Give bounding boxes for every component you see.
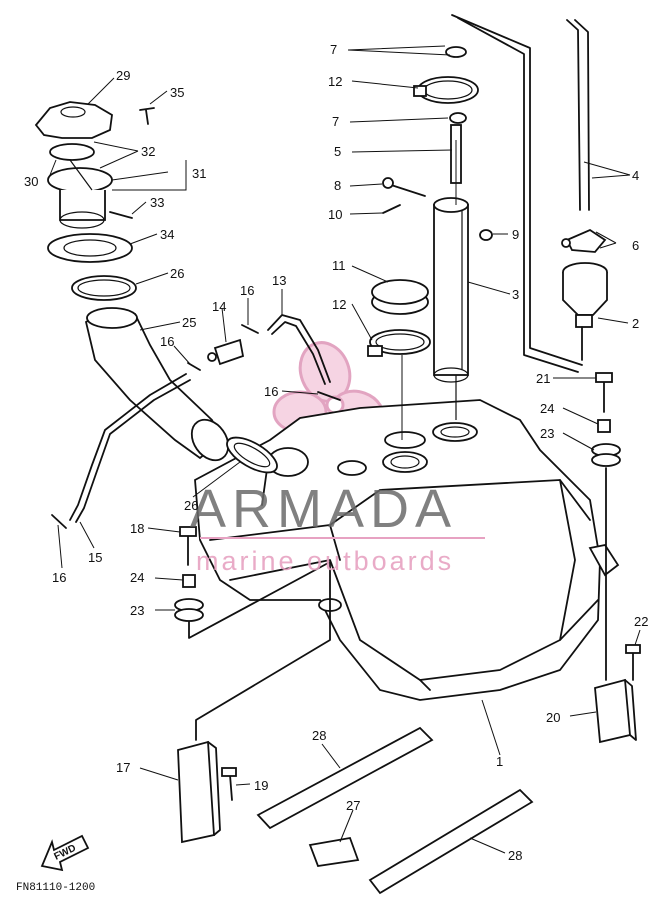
callout-26b: 26 (184, 498, 198, 513)
callout-7b: 7 (332, 114, 339, 129)
callout-3: 3 (512, 287, 519, 302)
breather-hose-part-13 (267, 314, 331, 383)
callout-16c: 16 (264, 384, 278, 399)
watermark-brand: ARMADA (190, 479, 457, 539)
pin-part-10 (382, 204, 401, 214)
fuel-joint-part-6 (561, 228, 607, 253)
washer-part-9 (479, 229, 493, 241)
leader-lines (47, 45, 641, 854)
callout-9: 9 (512, 227, 519, 242)
callout-1: 1 (496, 754, 503, 769)
rubber-strip-part-28a (256, 726, 434, 830)
grommet-part-23b (174, 598, 204, 622)
callout-24: 24 (540, 401, 554, 416)
check-valve-part-14 (207, 338, 245, 366)
clip-part-16b (187, 362, 201, 371)
clip-part-7b (449, 112, 467, 124)
callout-5: 5 (334, 144, 341, 159)
callout-6: 6 (632, 238, 639, 253)
callout-16a: 16 (240, 283, 254, 298)
clip-part-7 (445, 46, 467, 58)
callout-28a: 28 (312, 728, 326, 743)
vent-hose-part-4 (451, 14, 590, 373)
gasket-part-30 (49, 143, 95, 161)
rubber-strip-part-28b (368, 788, 534, 895)
clip-part-16d (51, 514, 67, 529)
bracket-part-17 (177, 740, 221, 844)
screw-part-22 (625, 644, 641, 681)
callout-labels: 7 12 7 5 8 10 9 4 6 2 3 11 12 29 35 32 3… (24, 42, 648, 863)
callout-14: 14 (212, 299, 226, 314)
callout-12b: 12 (332, 297, 346, 312)
screw-part-33 (109, 211, 133, 219)
hose-clamp-part-26 (71, 275, 137, 301)
callout-30: 30 (24, 174, 38, 189)
front-bolt-line (188, 561, 331, 741)
fuel-sender-unit-part-3 (433, 197, 469, 420)
callout-12: 12 (328, 74, 342, 89)
callout-10: 10 (328, 207, 342, 222)
hose-clamp-part-12 (413, 76, 479, 104)
callout-4: 4 (632, 168, 639, 183)
collar-part-24 (597, 419, 611, 433)
callout-22: 22 (634, 614, 648, 629)
bolt-part-21 (595, 372, 613, 413)
collar-part-24b (182, 574, 196, 588)
callout-18: 18 (130, 521, 144, 536)
callout-20: 20 (546, 710, 560, 725)
callout-23: 23 (540, 426, 554, 441)
callout-35: 35 (170, 85, 184, 100)
callout-31: 31 (192, 166, 206, 181)
callout-29: 29 (116, 68, 130, 83)
callout-15: 15 (88, 550, 102, 565)
callout-24b: 24 (130, 570, 144, 585)
gasket-part-11 (371, 279, 429, 315)
clip-part-16c (317, 391, 341, 401)
callout-16d: 16 (52, 570, 66, 585)
rubber-strip-part-27 (308, 836, 360, 867)
diagram-code: FN81110-1200 (16, 882, 95, 894)
callout-27: 27 (346, 798, 360, 813)
hose-clamp-part-12b (367, 329, 431, 357)
callout-23b: 23 (130, 603, 144, 618)
callout-2: 2 (632, 316, 639, 331)
callout-16b: 16 (160, 334, 174, 349)
callout-34: 34 (160, 227, 174, 242)
callout-32: 32 (141, 144, 155, 159)
callout-13: 13 (272, 273, 286, 288)
callout-7: 7 (330, 42, 337, 57)
callout-26: 26 (170, 266, 184, 281)
breather-hose-part-13b (271, 321, 326, 385)
assembly-line-3 (401, 140, 457, 440)
breather-hose-part-15 (69, 373, 187, 521)
callout-21: 21 (536, 371, 550, 386)
filler-hose-part-25 (84, 307, 230, 462)
callout-17: 17 (116, 760, 130, 775)
watermark-tagline: marine outboards (196, 546, 454, 576)
callout-8: 8 (334, 178, 341, 193)
grommet-part-23 (591, 443, 621, 467)
fuel-tank-part-1 (194, 399, 620, 701)
breather-hose-part-15b (75, 379, 191, 523)
bracket-part-20 (594, 678, 637, 744)
screw-part-35 (139, 107, 155, 125)
callout-19: 19 (254, 778, 268, 793)
callout-25: 25 (182, 315, 196, 330)
callout-11: 11 (332, 258, 346, 273)
clip-part-16a (241, 324, 259, 334)
bolt-part-8 (382, 177, 426, 197)
forward-direction-arrow-icon: FWD (40, 834, 90, 872)
filler-cap-part-29 (34, 101, 113, 139)
callout-33: 33 (150, 195, 164, 210)
screw-part-19 (221, 767, 237, 801)
hose-clamp-part-26b (226, 436, 278, 474)
fuel-filter-part-2 (562, 262, 608, 361)
gasket-part-34 (47, 233, 133, 263)
filler-neck-part-31 (47, 159, 113, 229)
callout-28b: 28 (508, 848, 522, 863)
